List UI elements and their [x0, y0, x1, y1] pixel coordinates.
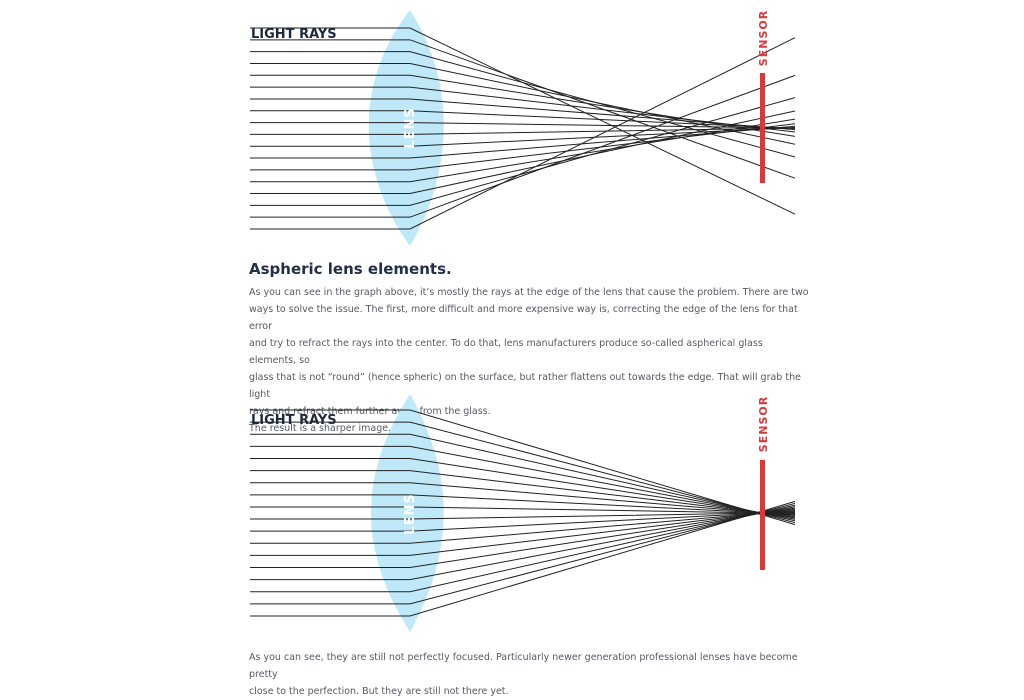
light-ray: [250, 86, 796, 133]
lens: [371, 394, 444, 632]
light-rays: [250, 27, 796, 230]
light-ray: [250, 51, 796, 158]
light-ray: [250, 39, 796, 179]
light-ray: [250, 433, 796, 522]
light-ray: [250, 421, 796, 524]
light-ray: [250, 510, 796, 544]
light-rays: [250, 409, 796, 617]
sensor-label: SENSOR: [757, 10, 770, 66]
paragraph-line: The result is a sharper image.: [249, 423, 392, 434]
light-ray: [250, 508, 796, 556]
light-ray: [250, 74, 796, 218]
light-ray: [250, 494, 796, 515]
light-ray: [250, 506, 796, 581]
paragraph-line: As you can see in the graph above, it’s …: [249, 287, 809, 298]
light-ray: [250, 97, 796, 206]
light-ray: [250, 98, 796, 131]
light-ray: [250, 500, 796, 617]
light-ray: [250, 37, 796, 230]
light-rays-label: LIGHT RAYS: [251, 413, 337, 428]
light-ray: [250, 482, 796, 516]
light-ray: [250, 445, 796, 520]
light-ray: [250, 125, 796, 159]
paragraph-line: and try to refract the rays into the cen…: [249, 338, 763, 366]
sensor-label: SENSOR: [757, 396, 770, 452]
light-ray: [250, 27, 796, 215]
light-ray: [250, 504, 796, 593]
light-ray: [250, 127, 796, 147]
aspheric-lens-diagram: LIGHT RAYS LENS SENSOR: [250, 394, 796, 632]
light-ray: [250, 507, 796, 569]
sensor: [760, 460, 765, 570]
light-ray: [250, 457, 796, 519]
light-ray: [250, 74, 796, 137]
light-ray: [250, 118, 796, 183]
light-ray: [250, 470, 796, 518]
light-ray: [250, 512, 796, 520]
light-ray: [250, 502, 796, 605]
light-ray: [250, 122, 796, 129]
paragraph-line: glass that is not “round” (hence spheric…: [249, 372, 801, 400]
spherical-lens-diagram: LIGHT RAYS LENS SENSOR: [250, 10, 796, 246]
lens-label: LENS: [403, 107, 418, 148]
paragraph-line: rays and refract them further away from …: [249, 406, 491, 417]
light-ray: [250, 127, 796, 135]
lens-label: LENS: [403, 493, 418, 534]
light-rays-label: LIGHT RAYS: [251, 27, 337, 42]
light-ray: [250, 506, 796, 514]
lens: [368, 10, 444, 246]
light-ray: [250, 123, 796, 171]
paragraph-line: As you can see, they are still not perfe…: [249, 652, 798, 680]
paragraph-line: ways to solve the issue. The first, more…: [249, 304, 798, 332]
aspheric-explanation-paragraph: As you can see in the graph above, it’s …: [249, 284, 809, 437]
section-heading: Aspheric lens elements.: [249, 260, 452, 278]
light-ray: [250, 409, 796, 526]
light-ray: [250, 110, 796, 129]
footer-paragraph: As you can see, they are still not perfe…: [249, 649, 809, 700]
light-ray: [250, 511, 796, 532]
paragraph-line: close to the perfection. But they are st…: [249, 686, 509, 697]
sensor: [760, 73, 765, 183]
light-ray: [250, 110, 796, 195]
